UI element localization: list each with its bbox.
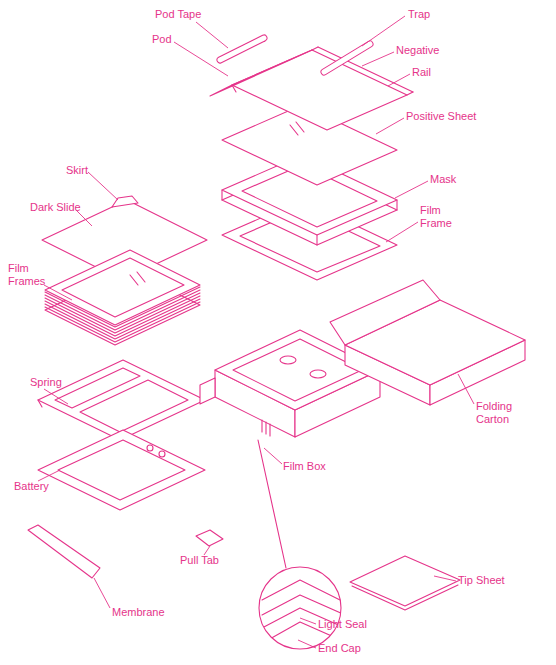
part-label: Battery xyxy=(14,480,49,493)
part-label: Trap xyxy=(408,8,430,21)
part-label: End Cap xyxy=(318,642,361,655)
part-label: Dark Slide xyxy=(30,201,81,214)
part-label: Folding Carton xyxy=(476,400,526,426)
part-label: Pod xyxy=(152,33,172,46)
part-label: Mask xyxy=(430,173,456,186)
pull-tab-part xyxy=(196,530,223,546)
negative-part xyxy=(210,47,413,130)
part-label: Negative xyxy=(396,44,439,57)
part-label: Light Seal xyxy=(318,618,367,631)
membrane-part xyxy=(28,525,100,578)
part-label: Skirt xyxy=(66,164,88,177)
part-label: Film Box xyxy=(283,460,326,473)
part-label: Pull Tab xyxy=(180,554,219,567)
folding-carton-part xyxy=(330,280,525,405)
film-frames-stack xyxy=(45,250,200,345)
part-label: Film Frames xyxy=(8,262,53,288)
part-label: Spring xyxy=(30,376,62,389)
spring-part xyxy=(38,360,205,440)
part-label: Rail xyxy=(412,66,431,79)
part-label: Positive Sheet xyxy=(406,110,476,123)
part-label: Film Frame xyxy=(420,204,462,230)
part-label: Pod Tape xyxy=(155,8,201,21)
part-label: Membrane xyxy=(112,606,165,619)
battery-part xyxy=(38,430,205,510)
part-label: Tip Sheet xyxy=(458,574,505,587)
tape-strips xyxy=(220,38,370,72)
tip-sheet-part xyxy=(350,556,460,610)
detail-magnifier xyxy=(258,440,345,649)
